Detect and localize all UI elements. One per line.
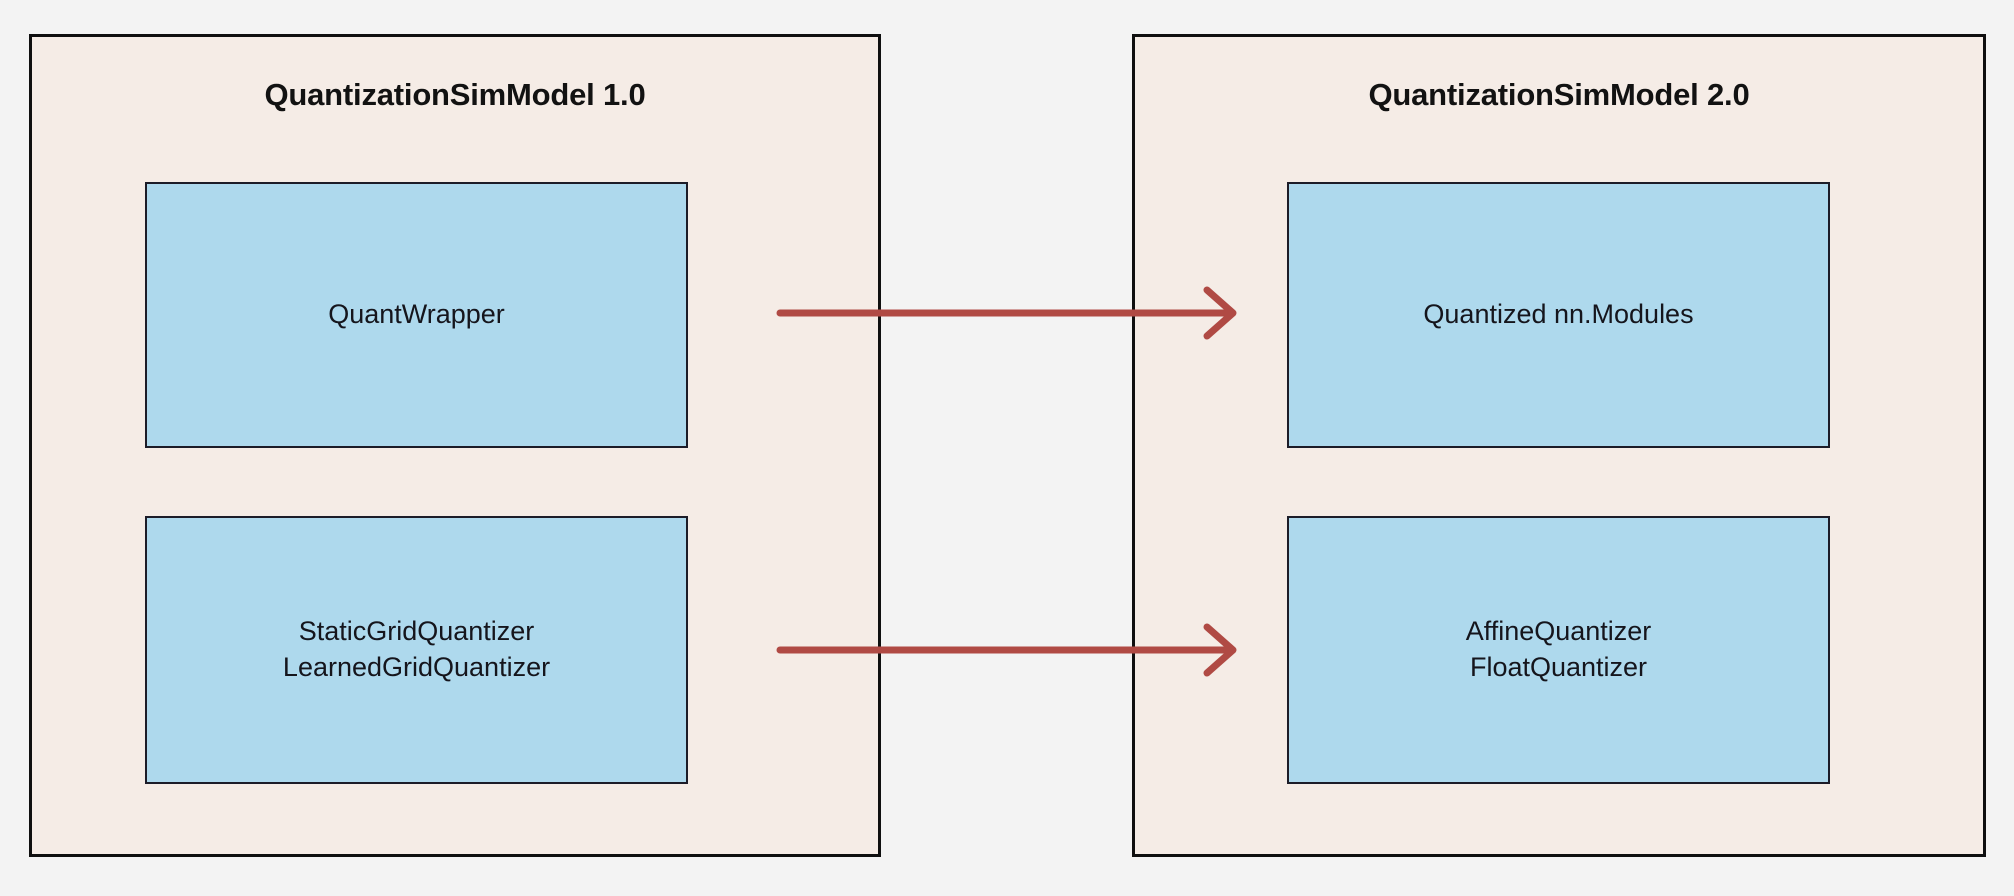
panel-title-quantsim-2: QuantizationSimModel 2.0 — [1368, 77, 1750, 112]
node-label-grid-quantizers: StaticGridQuantizer LearnedGridQuantizer — [282, 616, 551, 682]
node-grid-quantizers: StaticGridQuantizer LearnedGridQuantizer — [145, 516, 688, 784]
node-quantized-nn-modules: Quantized nn.Modules — [1287, 182, 1830, 448]
node-quantwrapper: QuantWrapper — [145, 182, 688, 448]
panel-title-quantsim-1: QuantizationSimModel 1.0 — [264, 77, 646, 112]
node-new-quantizers: AffineQuantizer FloatQuantizer — [1287, 516, 1830, 784]
panel-quantsim-1: QuantizationSimModel 1.0 QuantWrapper St… — [29, 34, 881, 857]
panel-quantsim-2: QuantizationSimModel 2.0 Quantized nn.Mo… — [1132, 34, 1986, 857]
node-label-quantized-nn-modules: Quantized nn.Modules — [1423, 299, 1694, 330]
node-label-new-quantizers: AffineQuantizer FloatQuantizer — [1465, 616, 1652, 682]
node-label-quantwrapper: QuantWrapper — [328, 299, 505, 330]
